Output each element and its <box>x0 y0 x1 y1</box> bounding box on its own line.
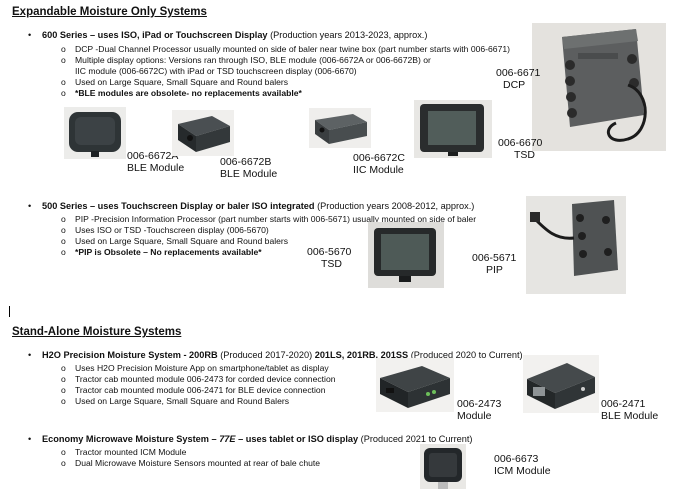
series-600-heading: • 600 Series – uses ISO, iPad or Touchscr… <box>28 30 427 40</box>
list-item-continued: IIC module (006-6672C) with iPad or TSD … <box>75 66 357 76</box>
list-item: o*BLE modules are obsolete- no replaceme… <box>61 88 302 98</box>
series-600-title-rest: – uses ISO, iPad or Touchscreen Display <box>87 30 268 40</box>
ble-module-a-photo <box>64 107 126 159</box>
caption-006-2473: 006-2473 Module <box>457 398 502 422</box>
caption-006-5671: 006-5671 PIP <box>472 252 517 276</box>
section-heading-stand-alone: Stand-Alone Moisture Systems <box>12 326 182 338</box>
caption-006-2471: 006-2471 BLE Module <box>601 398 659 422</box>
caption-006-6672a: 006-6672A BLE Module <box>127 150 185 174</box>
tsd-6670-photo <box>414 100 492 158</box>
caption-006-5670: 006-5670 TSD <box>307 246 352 270</box>
caption-006-6670: 006-6670 TSD <box>498 137 543 161</box>
icm-module-photo <box>420 444 466 489</box>
bullet-icon: • <box>28 201 32 211</box>
bullet-icon: • <box>28 30 32 40</box>
caption-006-6673: 006-6673 ICM Module <box>494 453 551 477</box>
text-cursor <box>9 306 10 317</box>
list-item: o*PIP is Obsolete – No replacements avai… <box>61 247 262 257</box>
caption-006-6671: 006-6671 DCP <box>496 67 541 91</box>
economy-system-heading: •Economy Microwave Moisture System – 77E… <box>28 434 473 444</box>
series-600-years: (Production years 2013-2023, approx.) <box>267 30 428 40</box>
caption-006-6672c: 006-6672C IIC Module <box>353 152 405 176</box>
bullet-icon: • <box>28 434 32 444</box>
caption-006-6672b: 006-6672B BLE Module <box>220 156 278 180</box>
series-500-heading: • 500 Series – uses Touchscreen Display o… <box>28 201 474 211</box>
dcp-processor-photo <box>532 23 666 151</box>
series-500-title-rest: – uses Touchscreen Display or baler ISO … <box>87 201 315 211</box>
series-500-title: 500 Series <box>42 201 88 211</box>
module-2473-photo <box>376 358 454 412</box>
tsd-5670-photo <box>368 222 444 288</box>
h2o-system-heading: •H2O Precision Moisture System - 200RB (… <box>28 350 523 360</box>
series-600-title: 600 Series <box>42 30 88 40</box>
module-2471-photo <box>523 355 599 413</box>
iic-module-c-photo <box>309 108 371 148</box>
series-500-years: (Production years 2008-2012, approx.) <box>314 201 475 211</box>
pip-processor-photo <box>526 196 626 294</box>
ble-module-b-photo <box>172 110 234 156</box>
section-heading-expandable: Expandable Moisture Only Systems <box>12 6 207 18</box>
bullet-icon: • <box>28 350 32 360</box>
